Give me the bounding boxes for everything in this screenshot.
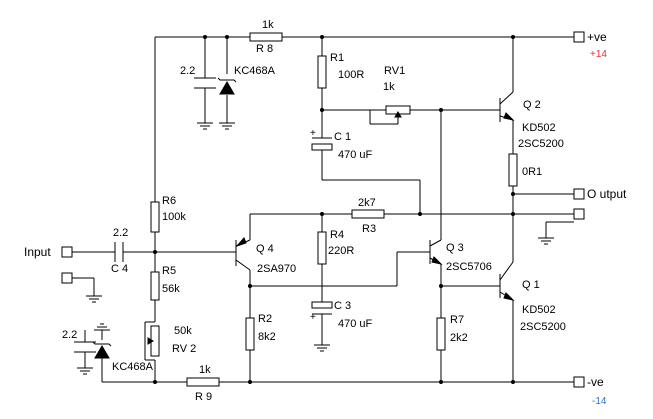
resistor-r5 <box>150 271 160 301</box>
r3-value: 2k7 <box>358 197 376 209</box>
c-bot-value: 2.2 <box>62 329 77 341</box>
capacitor-c3 <box>311 301 333 324</box>
c4-value: 2.2 <box>113 227 128 239</box>
terminal-output <box>573 188 585 200</box>
rv1-ref: RV1 <box>384 65 405 77</box>
resistor-r7 <box>436 317 446 351</box>
zener-diode-top <box>217 77 237 95</box>
vpos-label: +ve <box>587 30 607 44</box>
r5-value: 56k <box>162 283 180 295</box>
q3-ref: Q 3 <box>446 242 464 254</box>
q1-ref: Q 1 <box>522 279 540 291</box>
r6-ref: R6 <box>162 195 176 207</box>
q4-part: 2SA970 <box>257 263 296 275</box>
r1-value: 100R <box>338 69 364 81</box>
c1-value: 470 uF <box>338 149 373 161</box>
capacitor-bottom <box>74 341 96 356</box>
resistor-r4 <box>317 231 327 265</box>
rv1-value: 1k <box>383 81 395 93</box>
d-bot-part: KC468A <box>112 361 154 373</box>
r3-ref: R3 <box>362 223 376 235</box>
r-out-value: 0R1 <box>522 166 542 178</box>
q1-part1: KD502 <box>522 304 556 316</box>
resistor-r1 <box>317 55 327 89</box>
capacitor-c1 <box>311 137 333 152</box>
resistor-r6 <box>150 201 160 233</box>
capacitor-c4 <box>114 242 124 262</box>
r1-ref: R1 <box>330 52 344 64</box>
r9-ref: R 9 <box>195 391 212 403</box>
c1-ref: C 1 <box>334 131 351 143</box>
r2-ref: R2 <box>258 313 272 325</box>
transistor-q2 <box>499 91 515 122</box>
d-top-part: KC468A <box>234 65 276 77</box>
resistor-0r1 <box>508 153 518 187</box>
q1-part2: 2SC5200 <box>520 321 566 333</box>
rv2-ref: RV 2 <box>172 343 196 355</box>
r7-ref: R7 <box>450 314 464 326</box>
capacitor-top <box>194 77 216 94</box>
q2-ref: Q 2 <box>523 99 541 111</box>
transistor-q4 <box>235 237 251 271</box>
ground-symbols <box>77 122 574 375</box>
r4-ref: R4 <box>330 229 344 241</box>
input-label: Input <box>24 245 51 259</box>
rv1-wiper-arrow <box>394 111 402 118</box>
c3-plus: + <box>310 312 316 323</box>
terminal-output-ground <box>573 208 585 220</box>
q2-part1: KD502 <box>522 122 556 134</box>
r8-ref: R 8 <box>256 43 273 55</box>
vneg-value: -14 <box>592 396 607 407</box>
c1-plus: + <box>310 128 316 139</box>
q2-part2: 2SC5200 <box>518 138 564 150</box>
q3-part: 2SC5706 <box>446 261 492 273</box>
resistor-r8 <box>249 32 283 42</box>
vneg-label: -ve <box>587 375 604 389</box>
c-top-value: 2.2 <box>180 65 195 77</box>
resistor-r2 <box>245 317 255 351</box>
junction-dots <box>153 35 515 384</box>
q4-ref: Q 4 <box>256 243 274 255</box>
resistor-r3 <box>351 209 385 219</box>
r7-value: 2k2 <box>450 332 468 344</box>
transistor-q1 <box>499 261 515 301</box>
r9-value: 1k <box>199 364 211 376</box>
r6-value: 100k <box>162 211 186 223</box>
c3-value: 470 uF <box>338 318 373 330</box>
vpos-value: +14 <box>590 49 607 60</box>
terminal-input <box>61 246 73 258</box>
c4-ref: C 4 <box>111 263 128 275</box>
zener-diode-bottom <box>92 341 112 359</box>
terminal-input-ground <box>61 272 73 284</box>
terminal-vpos <box>573 31 585 43</box>
output-label: O utput <box>587 187 627 201</box>
rv2-value: 50k <box>174 325 192 337</box>
rv2-wiper-arrow <box>147 337 154 345</box>
r2-value: 8k2 <box>258 331 276 343</box>
r4-value: 220R <box>328 245 354 257</box>
c3-ref: C 3 <box>334 300 351 312</box>
wires <box>72 36 574 383</box>
r8-value: 1k <box>262 19 274 31</box>
resistor-r9 <box>186 377 220 387</box>
r5-ref: R5 <box>162 265 176 277</box>
transistor-q3 <box>429 239 443 265</box>
terminal-vneg <box>573 376 585 388</box>
